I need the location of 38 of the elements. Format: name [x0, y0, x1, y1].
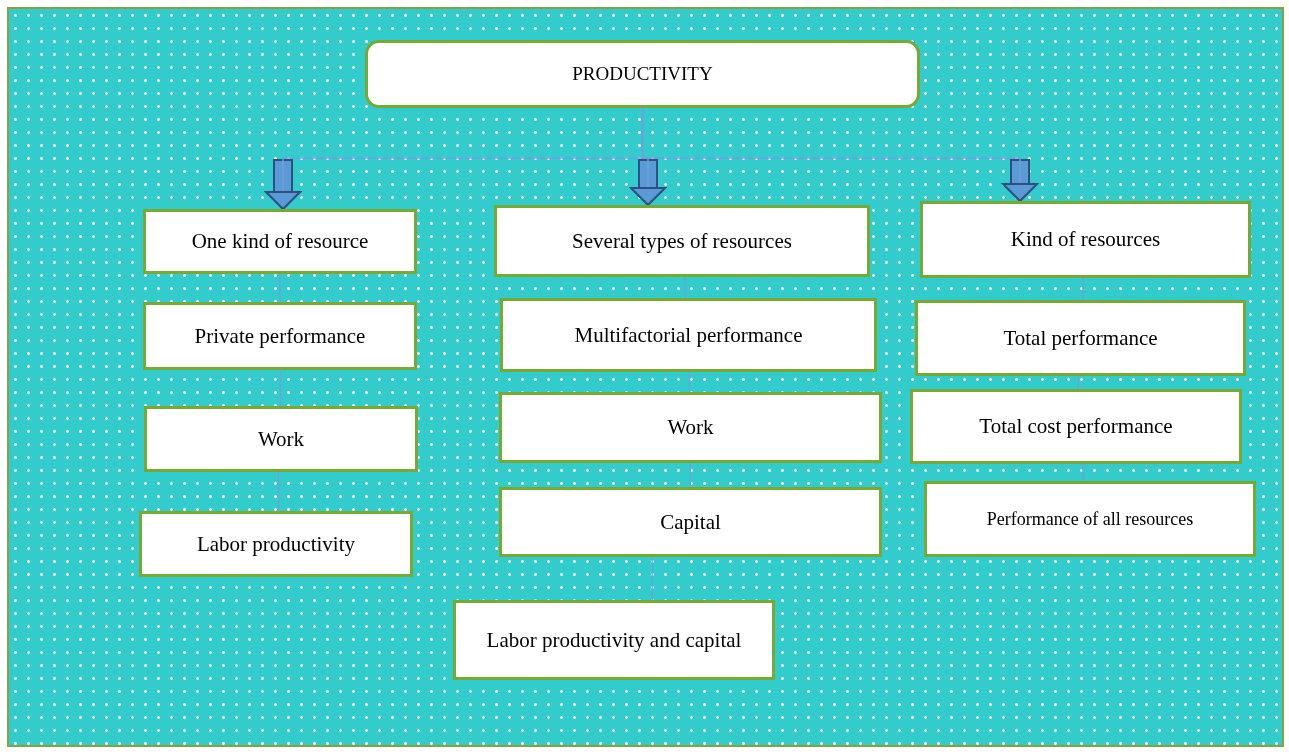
connector-line — [277, 471, 280, 512]
process-box — [143, 209, 417, 274]
connector-line — [1082, 463, 1084, 482]
process-box — [144, 406, 418, 472]
process-box — [143, 302, 417, 370]
box-label: Labor productivity — [196, 531, 355, 557]
connector-line — [1082, 277, 1084, 301]
process-box — [910, 389, 1242, 464]
process-box — [499, 392, 882, 463]
block-arrow — [641, 107, 1038, 202]
box-label: Work — [667, 415, 714, 440]
connector-line — [684, 276, 686, 299]
connector-line — [651, 556, 653, 601]
title-box — [365, 40, 920, 108]
process-box — [915, 300, 1246, 376]
box-label: Labor productivity and capital — [486, 627, 742, 653]
process-box — [494, 205, 870, 277]
process-box — [920, 201, 1251, 278]
box-label: Performance of all resources — [986, 508, 1194, 530]
connector-line — [689, 462, 692, 488]
process-box — [499, 487, 882, 557]
box-label: Total cost performance — [979, 414, 1173, 439]
box-label: One kind of resource — [191, 229, 369, 254]
connector-line — [279, 273, 281, 303]
process-box — [500, 298, 877, 372]
connector-line — [279, 369, 282, 407]
process-box — [139, 511, 413, 577]
box-label: Private performance — [194, 323, 366, 349]
box-label: Several types of resources — [572, 228, 792, 254]
box-label: Work — [257, 426, 305, 452]
box-label: Multifactorial performance — [574, 322, 803, 348]
box-label: PRODUCTIVITY — [572, 63, 713, 85]
box-label: Total performance — [1003, 325, 1158, 351]
connector-line — [688, 371, 691, 393]
process-box — [453, 600, 775, 680]
process-box — [924, 481, 1256, 557]
box-label: Capital — [660, 509, 721, 535]
box-label: Kind of resources — [1010, 227, 1161, 252]
